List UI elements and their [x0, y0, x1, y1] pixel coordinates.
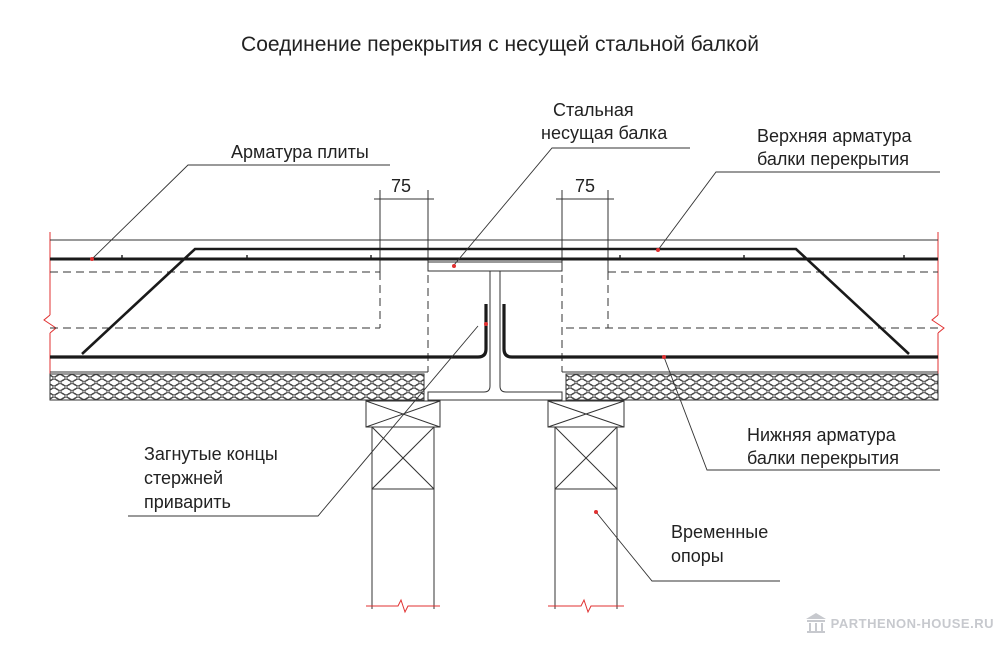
label-bottom-rebar-1: Нижняя арматура	[747, 425, 896, 445]
bottom-rebar	[50, 304, 938, 359]
temple-logo-icon	[805, 613, 826, 633]
label-bent-ends-2: стержней	[144, 468, 224, 488]
insulation-layer	[49, 373, 939, 401]
support-break-lines	[366, 598, 624, 614]
steel-beam	[427, 261, 563, 401]
label-steel-beam-1: Стальная	[553, 100, 634, 120]
dimension-left: 75	[391, 176, 412, 196]
label-top-rebar-1: Верхняя арматура	[757, 126, 912, 146]
diagram-title: Соединение перекрытия с несущей стальной…	[241, 33, 759, 56]
top-rebar	[50, 247, 938, 355]
callout-dots	[90, 248, 666, 514]
label-bottom-rebar-2: балки перекрытия	[747, 448, 899, 468]
break-lines	[43, 232, 945, 400]
leader-lines	[91, 147, 940, 582]
slab-outline	[50, 239, 938, 373]
label-slab-rebar: Арматура плиты	[231, 142, 369, 162]
watermark-text: PARTHENON-HOUSE.RU	[830, 615, 994, 631]
label-bent-ends-3: приварить	[144, 492, 231, 512]
label-steel-beam-2: несущая балка	[541, 123, 668, 143]
label-temp-supports-2: опоры	[671, 546, 724, 566]
watermark: PARTHENON-HOUSE.RU	[805, 612, 994, 634]
temporary-supports	[365, 400, 625, 609]
dimension-right: 75	[575, 176, 596, 196]
hidden-lines	[50, 262, 938, 372]
rebar-ticks	[121, 255, 905, 259]
label-bent-ends-1: Загнутые концы	[144, 444, 278, 464]
label-top-rebar-2: балки перекрытия	[757, 149, 909, 169]
label-temp-supports-1: Временные	[671, 522, 769, 542]
